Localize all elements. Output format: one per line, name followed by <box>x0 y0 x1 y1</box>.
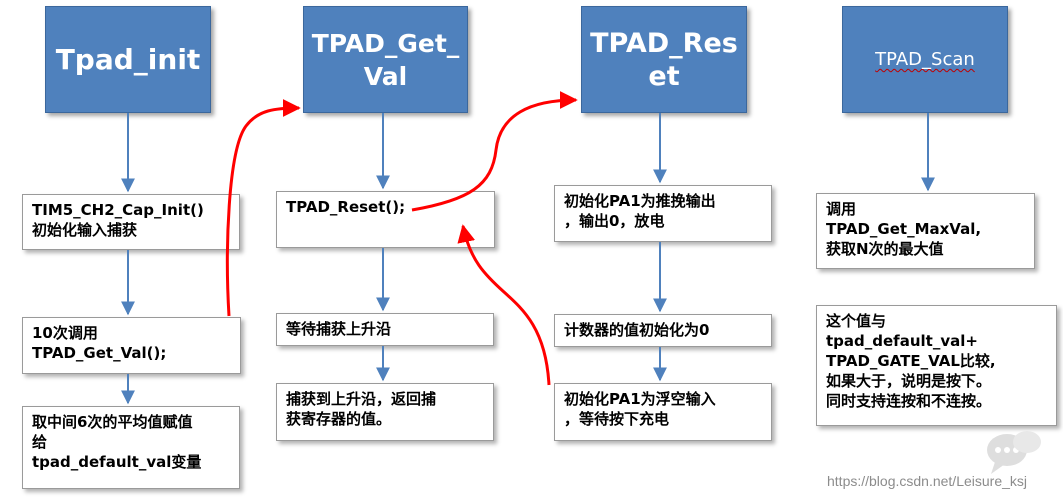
header-tpad-scan: TPAD_Scan <box>842 6 1008 113</box>
init-capture-box: TIM5_CH2_Cap_Init() 初始化输入捕获 <box>22 194 240 250</box>
header-tpad-reset-label: TPAD_Res et <box>590 27 738 92</box>
pa1-floating-input-box: 初始化PA1为浮空输入 ，等待按下充电 <box>554 383 772 441</box>
get-maxval-box: 调用 TPAD_Get_MaxVal, 获取N次的最大值 <box>816 193 1035 269</box>
header-tpad-reset: TPAD_Res et <box>581 6 747 113</box>
header-tpad-init: Tpad_init <box>45 6 211 113</box>
header-tpad-init-label: Tpad_init <box>55 43 201 76</box>
pa1-push-pull-box: 初始化PA1为推挽输出 ，输出0，放电 <box>554 185 772 242</box>
header-tpad-scan-label: TPAD_Scan <box>875 49 975 70</box>
red-arrow-floating-back-to-reset <box>457 224 551 386</box>
header-tpad-get-val-label: TPAD_Get_ Val <box>311 28 460 91</box>
wait-rising-edge-box: 等待捕获上升沿 <box>276 313 494 346</box>
capture-return-box: 捕获到上升沿，返回捕 获寄存器的值。 <box>276 383 494 441</box>
tpad-reset-call-box: TPAD_Reset(); <box>276 191 495 248</box>
call-get-val-box: 10次调用 TPAD_Get_Val(); <box>22 317 241 374</box>
red-arrow-call-to-getval <box>225 99 301 317</box>
header-tpad-get-val: TPAD_Get_ Val <box>303 6 468 113</box>
chat-bubble-icon <box>987 431 1041 474</box>
red-arrow-reset-to-resethdr <box>411 91 578 212</box>
watermark-text: https://blog.csdn.net/Leisure_ksj <box>827 473 1028 489</box>
average-default-val-box: 取中间6次的平均值赋值 给 tpad_default_val变量 <box>22 406 240 489</box>
compare-threshold-box: 这个值与 tpad_default_val+ TPAD_GATE_VAL比较, … <box>816 305 1057 426</box>
counter-reset-box: 计数器的值初始化为0 <box>554 314 772 347</box>
